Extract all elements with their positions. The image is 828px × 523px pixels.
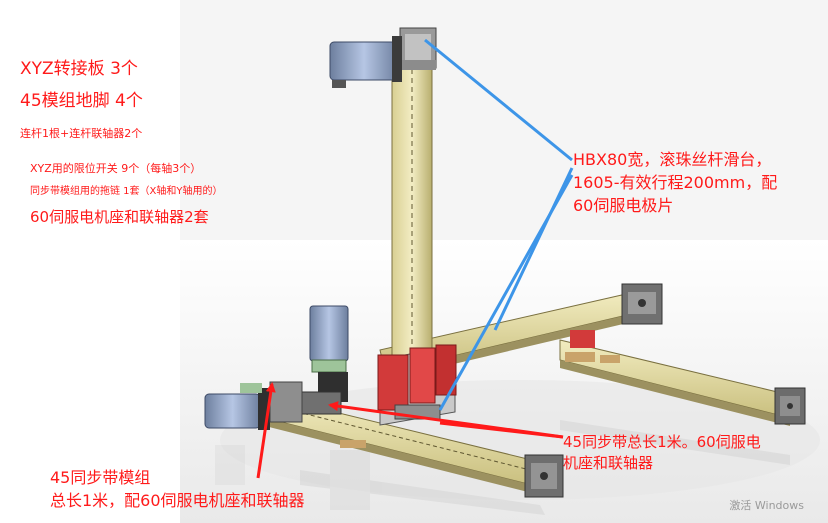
bom-note-limit-switches: XYZ用的限位开关 9个（每轴3个） bbox=[30, 162, 202, 175]
bom-note-servo-mount: 60伺服电机座和联轴器2套 bbox=[30, 208, 209, 226]
rail-front-left bbox=[264, 394, 564, 498]
bom-note-transfer-plates: XYZ转接板 3个 bbox=[20, 59, 138, 79]
callout-x-axis-line-1: 45同步带总长1米。60伺服电 bbox=[563, 433, 761, 451]
arrow-blue-to-z-top bbox=[424, 38, 573, 162]
callout-x-axis-line-2: 机座和联轴器 bbox=[563, 454, 654, 472]
callout-x-axis: 45同步带总长1米。60伺服电 机座和联轴器 bbox=[563, 432, 761, 474]
callout-z-axis-line-2: 1605-有效行程200mm，配 bbox=[573, 173, 778, 192]
z-axis-servo-motor bbox=[329, 36, 402, 88]
callout-z-axis: HBX80宽，滚珠丝杆滑台， 1605-有效行程200mm，配 60伺服电极片 bbox=[573, 148, 777, 217]
bom-note-connecting-rod: 连杆1根+连杆联轴器2个 bbox=[20, 127, 143, 140]
floor-reflection bbox=[215, 420, 790, 515]
arrow-red-to-y-rail bbox=[256, 382, 276, 479]
bom-note-drag-chain: 同步带模组用的拖链 1套（X轴和Y轴用的） bbox=[30, 186, 223, 197]
arrow-red-to-y-carriage bbox=[439, 421, 564, 439]
callout-y-axis-line-1: 45同步带模组 bbox=[50, 468, 151, 487]
xz-carriage bbox=[377, 344, 457, 426]
callout-y-axis-line-2: 总长1米，配60伺服电机座和联轴器 bbox=[50, 491, 305, 510]
callout-z-axis-line-3: 60伺服电极片 bbox=[573, 196, 674, 215]
rail-right-support bbox=[565, 330, 620, 363]
callout-y-axis: 45同步带模组 总长1米，配60伺服电机座和联轴器 bbox=[50, 466, 305, 512]
arrow-blue-to-x-rail bbox=[493, 167, 574, 331]
y-axis-servo-motor-horizontal bbox=[204, 381, 303, 430]
callout-z-axis-line-1: HBX80宽，滚珠丝杆滑台， bbox=[573, 150, 772, 169]
windows-activation-watermark: 激活 Windows bbox=[729, 499, 804, 512]
annotation-arrows bbox=[256, 38, 574, 479]
bom-note-module-feet: 45模组地脚 4个 bbox=[20, 91, 143, 111]
